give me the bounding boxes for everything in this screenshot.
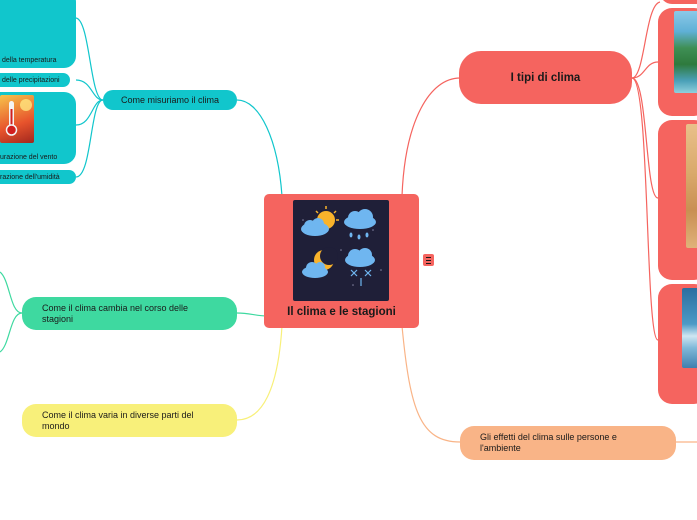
branch-regions-label: Come il clima varia in diverse parti del… bbox=[42, 409, 194, 431]
measure-child-humidity[interactable]: razione dell'umidità bbox=[0, 170, 76, 184]
measure-child-label: delle precipitazioni bbox=[2, 76, 60, 84]
branch-effects[interactable]: Gli effetti del clima sulle persone e l'… bbox=[460, 426, 676, 460]
branch-types-label: I tipi di clima bbox=[510, 71, 581, 84]
menu-icon[interactable] bbox=[423, 254, 434, 266]
branch-measure-label: Come misuriamo il clima bbox=[120, 94, 219, 105]
branch-seasons[interactable]: Come il clima cambia nel corso delle sta… bbox=[22, 297, 237, 330]
branch-regions[interactable]: Come il clima varia in diverse parti del… bbox=[22, 404, 237, 437]
climate-card-top[interactable] bbox=[660, 0, 697, 4]
measure-child-label: urazione del vento bbox=[0, 154, 58, 161]
branch-effects-label: Gli effetti del clima sulle persone e l'… bbox=[480, 432, 617, 453]
polar-image bbox=[682, 288, 697, 368]
coast-image bbox=[674, 11, 697, 93]
measure-child-label: razione dell'umidità bbox=[0, 173, 60, 181]
desert-image bbox=[686, 124, 697, 248]
thermometer-image bbox=[0, 95, 34, 143]
branch-measure[interactable]: Come misuriamo il clima bbox=[103, 90, 237, 110]
central-topic-title: Il clima e le stagioni bbox=[287, 306, 396, 318]
branch-types[interactable]: I tipi di clima bbox=[459, 51, 632, 104]
branch-seasons-label: Come il clima cambia nel corso delle sta… bbox=[42, 302, 189, 324]
measure-child-temperature[interactable]: della temperatura bbox=[0, 0, 76, 68]
climate-card-polar[interactable] bbox=[658, 284, 697, 404]
thermometer-icon bbox=[5, 99, 32, 136]
climate-card-coast[interactable] bbox=[658, 8, 697, 116]
central-topic[interactable]: Il clima e le stagioni bbox=[264, 194, 419, 328]
weather-icons-image bbox=[293, 200, 389, 301]
climate-card-desert[interactable] bbox=[658, 120, 697, 280]
measure-child-label: della temperatura bbox=[2, 57, 57, 64]
measure-child-precipitation[interactable]: delle precipitazioni bbox=[0, 73, 70, 87]
measure-child-wind[interactable]: urazione del vento bbox=[0, 92, 76, 164]
